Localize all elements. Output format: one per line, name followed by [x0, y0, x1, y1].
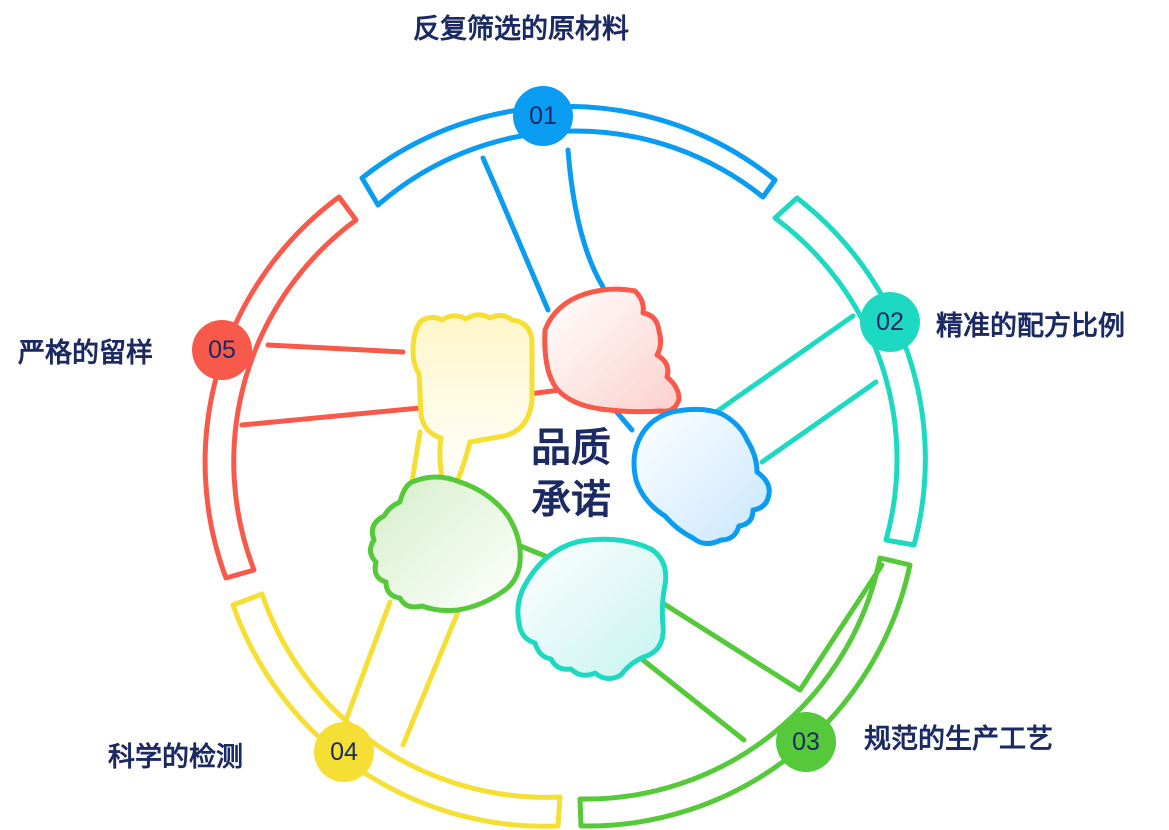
fist-icon — [542, 286, 682, 415]
step-number-1: 01 — [513, 86, 573, 146]
step-number-5-text: 05 — [208, 335, 236, 364]
arm-blue-lower — [612, 407, 635, 433]
ring-segment-5 — [202, 194, 359, 581]
arm-cyan-outer — [713, 313, 856, 415]
step-label-3: 规范的生产工艺 — [864, 724, 1053, 755]
step-number-1-text: 01 — [529, 101, 557, 130]
arm-cyan-inner — [759, 379, 879, 465]
arm-red-outer — [265, 342, 406, 355]
fist-icon — [515, 536, 669, 681]
fist-icon — [410, 312, 535, 489]
arm-yellow-link — [409, 429, 423, 485]
step-number-4: 04 — [314, 722, 374, 782]
step-number-2: 02 — [860, 292, 920, 352]
arm-yellow-inner — [400, 609, 461, 748]
step-label-1: 反复筛选的原材料 — [413, 14, 629, 45]
step-label-2: 精准的配方比例 — [936, 311, 1125, 342]
step-label-5: 严格的留样 — [18, 338, 153, 369]
ring-segment-4 — [230, 591, 563, 829]
arm-blue-outer — [480, 155, 551, 313]
arm-green-outer — [658, 562, 885, 693]
center-title: 品质 承诺 — [516, 422, 626, 526]
arm-yellow-outer — [340, 599, 393, 731]
arm-green-inner — [640, 657, 747, 743]
ring-segment-2 — [772, 195, 928, 548]
step-number-2-text: 02 — [876, 307, 904, 336]
step-number-4-text: 04 — [330, 737, 358, 766]
step-label-4: 科学的检测 — [108, 742, 243, 773]
arm-blue-inner — [565, 147, 606, 290]
fist-icon — [631, 406, 772, 546]
ring-segment-1 — [359, 103, 778, 208]
step-number-3: 03 — [776, 712, 836, 772]
step-number-3-text: 03 — [792, 727, 820, 756]
center-title-line-1: 品质 — [531, 425, 611, 471]
center-title-line-2: 承诺 — [531, 477, 611, 523]
step-number-5: 05 — [192, 320, 252, 380]
fist-icon — [368, 474, 523, 613]
ring-segment-3 — [577, 555, 913, 829]
